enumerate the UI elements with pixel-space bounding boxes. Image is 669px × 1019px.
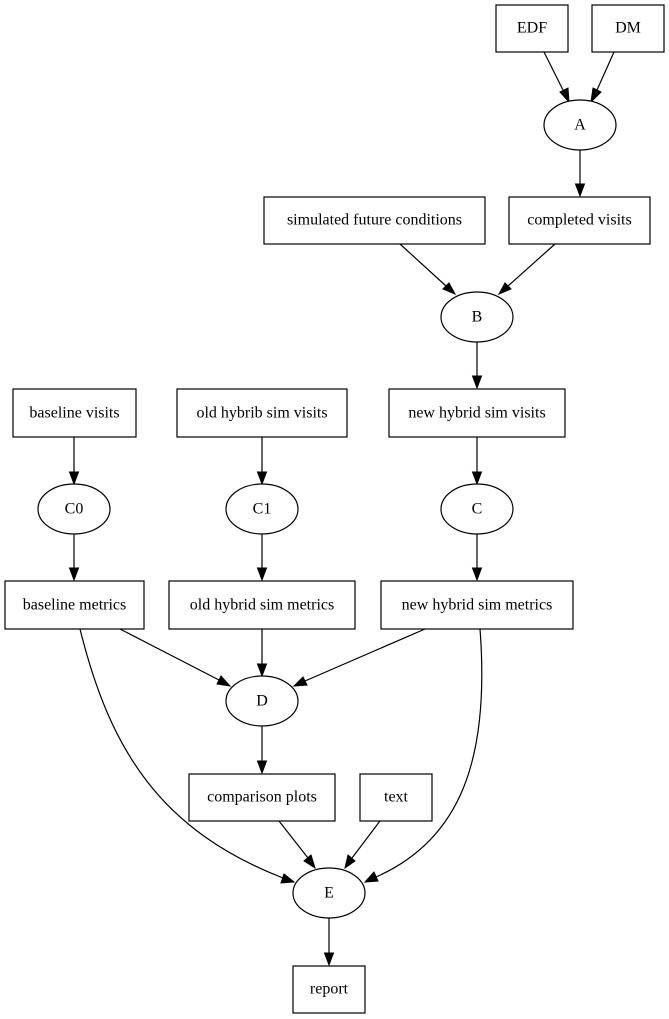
node-report-label: report: [310, 981, 349, 998]
node-old-hybrib-sim-visits: old hybrib sim visits: [176, 388, 348, 438]
node-edf-label: EDF: [517, 20, 547, 37]
node-baseline-metrics: baseline metrics: [4, 580, 145, 630]
node-new-hybrid-sim-metrics: new hybrid sim metrics: [380, 580, 574, 630]
node-e-label: E: [324, 885, 334, 902]
node-b-label: B: [472, 309, 483, 326]
node-baseline-visits: baseline visits: [12, 388, 137, 438]
node-c0-label: C0: [65, 501, 84, 518]
edge-a-to-completed-visits: [574, 150, 586, 198]
edge-c1-to-old-hybrid-sim-metrics: [256, 533, 268, 582]
edge-new-hybrid-sim-metrics-to-e: [363, 628, 483, 883]
edge-comparison-plots-to-e: [278, 820, 316, 870]
node-text: text: [359, 773, 433, 822]
node-old-hybrid-sim-metrics: old hybrid sim metrics: [168, 580, 356, 630]
edge-c0-to-baseline-metrics: [68, 533, 80, 582]
edge-new-hybrid-sim-metrics-to-d: [292, 628, 426, 687]
edge-b-to-new-hybrid-sim-visits: [471, 341, 483, 390]
node-dm-label: DM: [615, 20, 641, 37]
node-edf: EDF: [495, 4, 569, 53]
edge-new-hybrid-sim-visits-to-c: [471, 437, 483, 486]
node-d: D: [225, 675, 299, 727]
edge-d-to-comparison-plots: [256, 725, 268, 775]
node-baseline-metrics-label: baseline metrics: [23, 597, 127, 614]
node-report: report: [292, 965, 366, 1014]
node-baseline-visits-label: baseline visits: [29, 405, 119, 422]
node-c: C: [440, 483, 514, 535]
edges: [68, 51, 615, 967]
node-c0: C0: [37, 483, 111, 535]
edge-e-to-report: [323, 917, 335, 967]
edge-baseline-metrics-to-d: [119, 628, 232, 687]
edge-baseline-metrics-to-e: [79, 628, 296, 884]
edge-dm-to-a: [590, 51, 615, 104]
edge-baseline-visits-to-c0: [68, 437, 80, 486]
node-old-hybrid-sim-metrics-label: old hybrid sim metrics: [190, 597, 334, 614]
edge-text-to-e: [344, 820, 381, 870]
nodes: EDF DM A simulated future conditions com…: [4, 4, 665, 1014]
node-completed-visits-label: completed visits: [527, 212, 631, 229]
edge-old-hybrib-sim-visits-to-c1: [256, 437, 268, 486]
node-d-label: D: [256, 693, 268, 710]
node-new-hybrid-sim-visits-label: new hybrid sim visits: [408, 405, 545, 422]
node-a-label: A: [574, 117, 586, 134]
edge-completed-visits-to-b: [497, 243, 556, 296]
node-c1-label: C1: [253, 501, 272, 518]
node-b: B: [440, 291, 514, 343]
node-dm: DM: [591, 4, 665, 53]
node-c-label: C: [472, 501, 483, 518]
node-completed-visits: completed visits: [508, 196, 651, 245]
edge-edf-to-a: [543, 51, 570, 104]
edge-simulated-future-conditions-to-b: [399, 243, 457, 296]
node-comparison-plots: comparison plots: [188, 773, 336, 822]
node-simulated-future-conditions-label: simulated future conditions: [287, 212, 462, 229]
node-comparison-plots-label: comparison plots: [207, 789, 317, 806]
node-new-hybrid-sim-visits: new hybrid sim visits: [388, 388, 566, 438]
node-simulated-future-conditions: simulated future conditions: [263, 196, 486, 245]
node-e: E: [292, 867, 366, 919]
node-old-hybrib-sim-visits-label: old hybrib sim visits: [196, 405, 327, 422]
node-new-hybrid-sim-metrics-label: new hybrid sim metrics: [402, 597, 553, 614]
edge-old-hybrid-sim-metrics-to-d: [256, 629, 268, 678]
node-text-label: text: [384, 789, 409, 806]
edge-c-to-new-hybrid-sim-metrics: [471, 533, 483, 582]
node-c1: C1: [225, 483, 299, 535]
node-a: A: [543, 99, 617, 151]
